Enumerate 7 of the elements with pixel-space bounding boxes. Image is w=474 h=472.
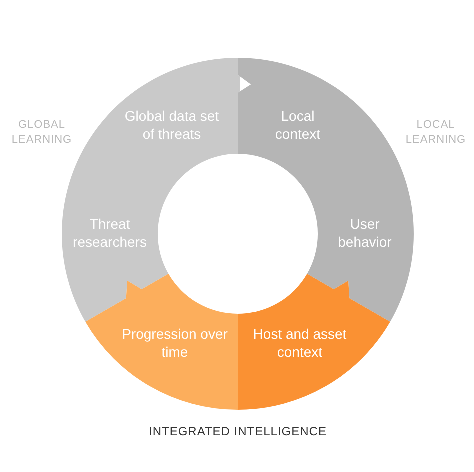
segment-label: Local context	[274, 107, 322, 143]
segment-label: Host and asset context	[252, 325, 348, 361]
segment-label: Progression over time	[121, 325, 229, 361]
bottom-title: INTEGRATED INTELLIGENCE	[148, 424, 328, 440]
side-label: LOCAL LEARNING	[404, 118, 468, 148]
side-label: GLOBAL LEARNING	[10, 118, 74, 148]
segment-label: User behavior	[337, 215, 393, 251]
